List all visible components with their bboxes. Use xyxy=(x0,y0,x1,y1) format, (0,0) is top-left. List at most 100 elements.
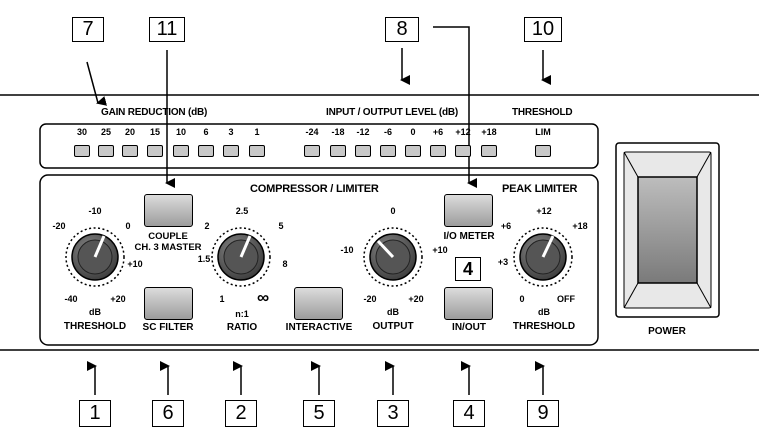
io-led xyxy=(455,145,471,157)
control-panel-frame xyxy=(39,174,599,346)
io-meter-label: I/O METER xyxy=(443,231,495,242)
output-knob[interactable] xyxy=(363,227,423,287)
sc-filter-button[interactable] xyxy=(144,287,193,320)
peak-scale-top: +12 xyxy=(536,206,552,216)
threshold-unit: dB xyxy=(89,307,101,317)
lim-led xyxy=(535,145,551,157)
threshold-scale-top: -10 xyxy=(88,206,102,216)
interactive-button[interactable] xyxy=(294,287,343,320)
io-meter-button[interactable] xyxy=(444,194,493,227)
peak-scale-lower-left: 0 xyxy=(519,294,525,304)
ratio-scale-right: 8 xyxy=(282,259,288,269)
gr-led xyxy=(173,145,189,157)
gr-tick-15: 15 xyxy=(149,127,161,137)
callout-4: 4 xyxy=(453,400,485,427)
io-tick-plus6: +6 xyxy=(432,127,444,137)
ratio-scale-lower-left: 1 xyxy=(219,294,225,304)
callout-arrow-8b xyxy=(433,26,477,188)
gr-tick-3: 3 xyxy=(228,127,234,137)
peak-scale-upper-left: +6 xyxy=(500,221,512,231)
ratio-unit: n:1 xyxy=(235,309,249,319)
peak-limiter-title: PEAK LIMITER xyxy=(502,183,578,195)
output-label: OUTPUT xyxy=(372,321,414,332)
io-tick-minus12: -12 xyxy=(356,127,370,137)
gain-reduction-title: GAIN REDUCTION (dB) xyxy=(101,107,208,118)
io-level-title: INPUT / OUTPUT LEVEL (dB) xyxy=(326,107,459,118)
io-tick-minus6: -6 xyxy=(383,127,393,137)
gr-tick-20: 20 xyxy=(124,127,136,137)
peak-unit: dB xyxy=(538,307,550,317)
couple-button[interactable] xyxy=(144,194,193,227)
ratio-scale-upper-left: 2 xyxy=(204,221,210,231)
ratio-label: RATIO xyxy=(226,322,258,333)
threshold-label: THRESHOLD xyxy=(63,321,127,332)
peak-threshold-label: THRESHOLD xyxy=(512,321,576,332)
channel-number-badge: 4 xyxy=(455,257,481,281)
in-out-label: IN/OUT xyxy=(452,322,486,333)
output-scale-right: +10 xyxy=(432,245,448,255)
sc-filter-label: SC FILTER xyxy=(142,322,194,333)
gr-tick-25: 25 xyxy=(100,127,112,137)
threshold-scale-lower-left: -40 xyxy=(64,294,78,304)
compressor-limiter-title: COMPRESSOR / LIMITER xyxy=(250,183,379,195)
callout-5: 5 xyxy=(303,400,335,427)
ch3-master-label: CH. 3 MASTER xyxy=(134,242,202,253)
ratio-scale-lower-right: ∞ xyxy=(256,288,270,307)
io-led xyxy=(304,145,320,157)
output-scale-lower-left: -20 xyxy=(363,294,377,304)
gr-led xyxy=(98,145,114,157)
io-led xyxy=(355,145,371,157)
io-led xyxy=(430,145,446,157)
callout-7: 7 xyxy=(72,17,104,42)
io-led xyxy=(481,145,497,157)
gr-led xyxy=(147,145,163,157)
io-led xyxy=(380,145,396,157)
threshold-meter-title: THRESHOLD xyxy=(512,107,573,118)
callout-2: 2 xyxy=(225,400,257,427)
io-tick-minus24: -24 xyxy=(305,127,319,137)
interactive-label: INTERACTIVE xyxy=(285,322,353,333)
callout-10: 10 xyxy=(524,17,562,42)
threshold-scale-lower-right: +20 xyxy=(110,294,126,304)
callout-arrow-7 xyxy=(86,61,108,106)
peak-scale-upper-right: +18 xyxy=(572,221,588,231)
gr-led xyxy=(223,145,239,157)
output-unit: dB xyxy=(387,307,399,317)
peak-threshold-knob[interactable] xyxy=(513,227,573,287)
peak-scale-lower-right: OFF xyxy=(557,294,575,304)
gr-tick-10: 10 xyxy=(175,127,187,137)
ratio-scale-top: 2.5 xyxy=(235,206,249,216)
threshold-scale-right: +10 xyxy=(127,259,143,269)
bottom-callout-arrows xyxy=(87,361,545,395)
callout-1: 1 xyxy=(79,400,111,427)
gr-tick-1: 1 xyxy=(254,127,260,137)
output-scale-lower-right: +20 xyxy=(408,294,424,304)
ratio-scale-left: 1.5 xyxy=(197,254,211,264)
power-label: POWER xyxy=(648,326,686,337)
ratio-knob[interactable] xyxy=(211,227,271,287)
threshold-knob[interactable] xyxy=(65,227,125,287)
io-tick-plus18: +18 xyxy=(481,127,497,137)
io-tick-0: 0 xyxy=(410,127,416,137)
threshold-scale-upper-left: -20 xyxy=(52,221,66,231)
gr-led xyxy=(198,145,214,157)
io-led xyxy=(405,145,421,157)
peak-scale-left: +3 xyxy=(497,257,509,267)
gr-tick-30: 30 xyxy=(76,127,88,137)
output-scale-left: -10 xyxy=(340,245,354,255)
io-tick-minus18: -18 xyxy=(331,127,345,137)
power-switch[interactable] xyxy=(615,142,720,318)
in-out-button[interactable] xyxy=(444,287,493,320)
callout-11: 11 xyxy=(149,17,185,42)
meter-strip-frame xyxy=(39,123,599,169)
gr-led xyxy=(249,145,265,157)
threshold-scale-upper-right: 0 xyxy=(125,221,131,231)
gr-tick-6: 6 xyxy=(203,127,209,137)
ratio-scale-upper-right: 5 xyxy=(278,221,284,231)
gr-led xyxy=(74,145,90,157)
lim-label: LIM xyxy=(535,127,551,137)
couple-label: COUPLE xyxy=(148,231,188,242)
callout-6: 6 xyxy=(152,400,184,427)
io-led xyxy=(330,145,346,157)
